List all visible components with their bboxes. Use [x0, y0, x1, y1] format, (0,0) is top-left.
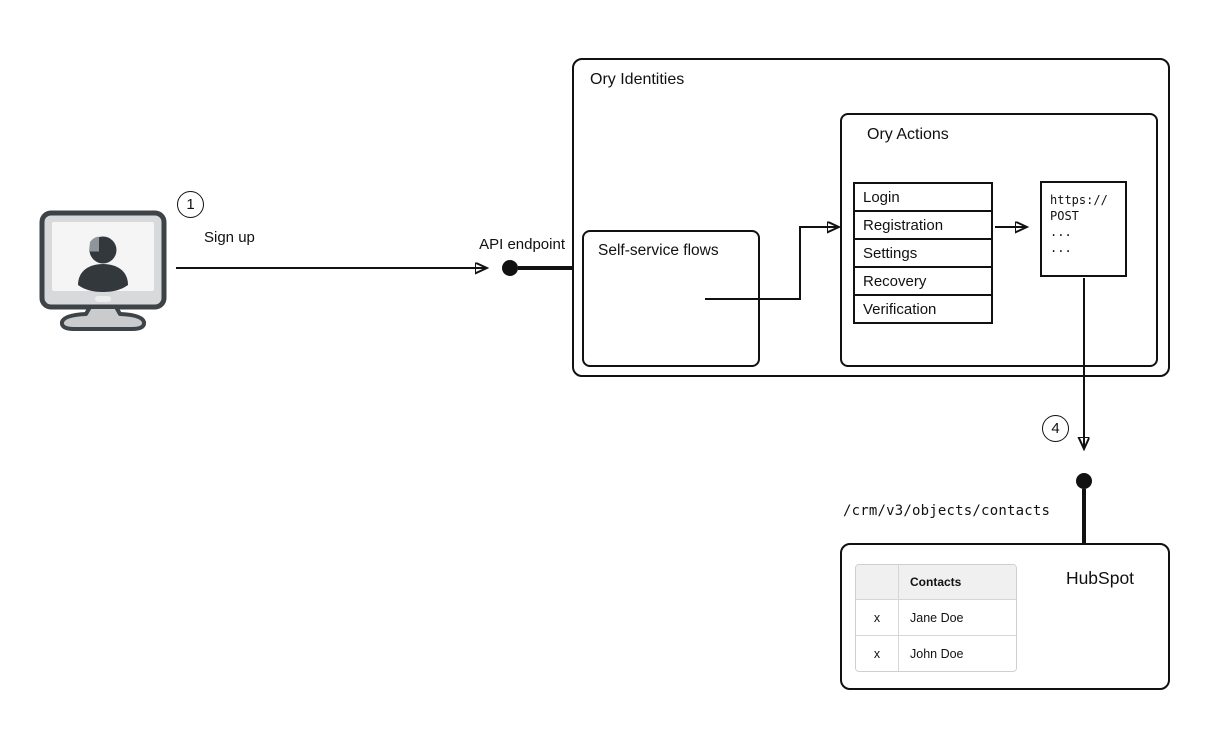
contact-name-cell: John Doe	[910, 646, 964, 661]
contacts-checkbox-header-cell	[856, 565, 899, 599]
step-4-badge: 4	[1042, 415, 1069, 442]
hubspot-endpoint-path: /crm/v3/objects/contacts	[843, 503, 1051, 519]
code-line-method: POST	[1050, 209, 1079, 223]
flow-row-settings: Settings	[853, 238, 993, 268]
monitor-stand	[59, 305, 147, 331]
self-service-flows-box: Self-service flows	[582, 230, 760, 367]
monitor-button	[95, 296, 111, 302]
desktop-user-icon	[39, 210, 167, 331]
self-service-flows-title: Self-service flows	[598, 242, 719, 259]
api-endpoint-label: API endpoint	[479, 236, 565, 253]
user-silhouette-body	[78, 264, 128, 292]
contact-check-cell: x	[856, 636, 899, 671]
flow-row-registration: Registration	[853, 210, 993, 240]
hubspot-title: HubSpot	[1065, 568, 1135, 588]
code-line-ellipsis-1: ...	[1050, 225, 1072, 239]
flow-row-verification: Verification	[853, 294, 993, 324]
signup-label: Sign up	[204, 229, 255, 246]
contact-check-cell: x	[856, 600, 899, 635]
code-line-ellipsis-2: ...	[1050, 241, 1072, 255]
ory-identities-title: Ory Identities	[590, 71, 685, 88]
api-endpoint-node-dot	[502, 260, 518, 276]
contacts-table-row: x Jane Doe	[856, 600, 1016, 636]
ory-actions-title: Ory Actions	[867, 126, 949, 143]
self-service-flow-list: Login Registration Settings Recovery Ver…	[853, 182, 993, 324]
contact-name-cell: Jane Doe	[910, 610, 964, 625]
hubspot-endpoint-node-dot	[1076, 473, 1092, 489]
webhook-request-box: https:// POST ... ...	[1040, 181, 1127, 277]
contacts-table-row: x John Doe	[856, 636, 1016, 671]
step-1-badge: 1	[177, 191, 204, 218]
flow-row-recovery: Recovery	[853, 266, 993, 296]
contacts-name-header-cell: Contacts	[910, 575, 962, 589]
contacts-table-header-row: Contacts	[856, 565, 1016, 600]
flow-row-login: Login	[853, 182, 993, 212]
hubspot-contacts-table: Contacts x Jane Doe x John Doe	[855, 564, 1017, 672]
user-silhouette-highlight	[89, 236, 99, 252]
code-line-url: https://	[1050, 193, 1108, 207]
